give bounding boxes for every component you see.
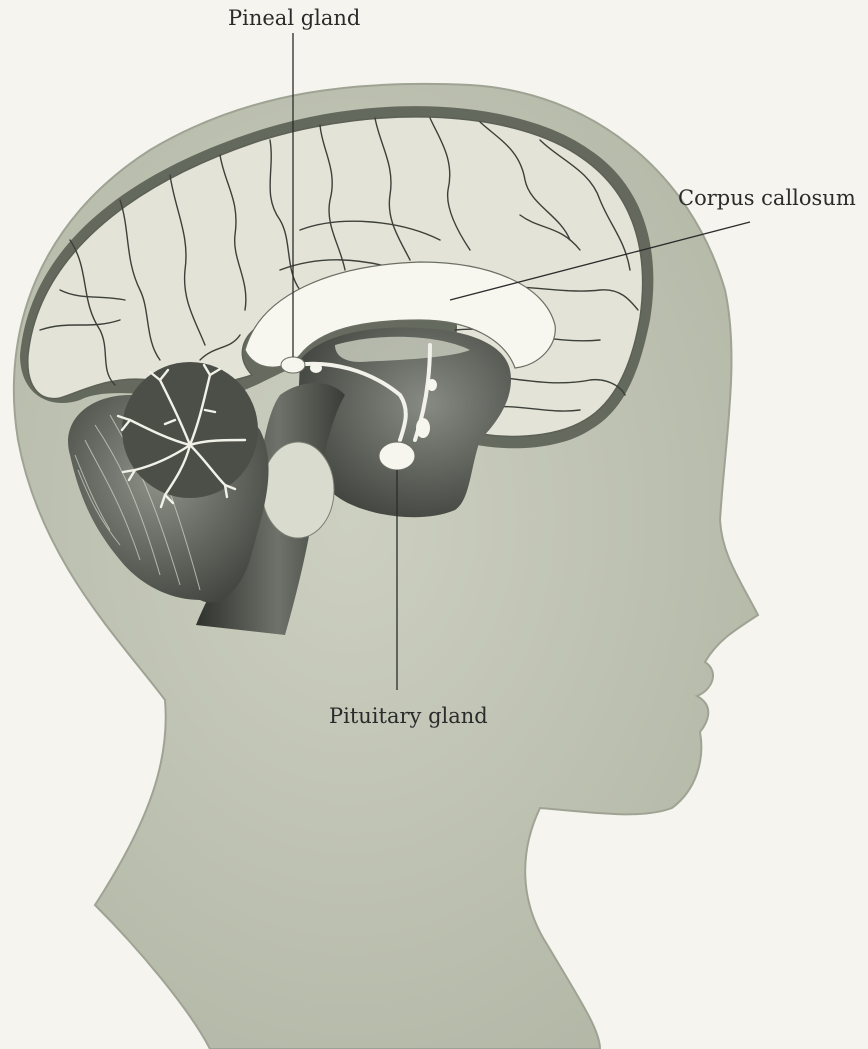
pineal-gland-label: Pineal gland — [228, 8, 360, 29]
mammillary-body — [416, 418, 430, 438]
habenula — [310, 363, 322, 373]
arbor-vitae — [122, 362, 258, 498]
pons — [262, 442, 334, 538]
optic-body — [427, 379, 437, 391]
pituitary-gland-label: Pituitary gland — [329, 706, 488, 727]
pituitary-gland — [379, 442, 415, 470]
pineal-gland — [281, 357, 305, 373]
corpus-callosum-label: Corpus callosum — [678, 188, 856, 209]
